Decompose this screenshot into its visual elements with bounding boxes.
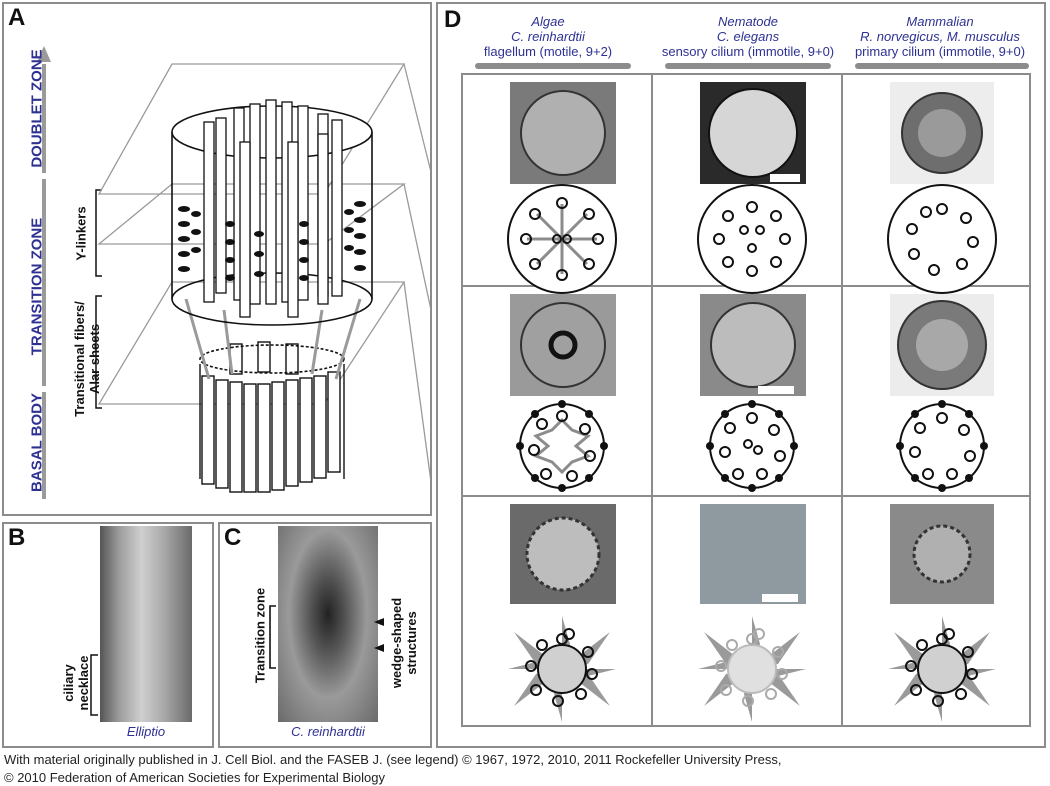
wedge-structures-line2: structures — [404, 611, 419, 675]
footer-line2: © 2010 Federation of American Societies … — [4, 770, 385, 785]
nematode-line3: sensory cilium (immotile, 9+0) — [661, 44, 835, 59]
panel-d: D Algae C. reinhardtii flagellum (motile… — [436, 2, 1046, 748]
elliptio-micrograph — [100, 526, 192, 722]
zone-basal-label: BASAL BODY — [28, 393, 46, 492]
transitional-fibers-label: Transitional fibers/ Alar sheets — [72, 294, 102, 424]
cross-section-grid — [461, 63, 1031, 727]
y-linkers-label: Y-linkers — [74, 189, 89, 279]
wedge-structures-label: wedge-shaped structures — [389, 593, 419, 693]
axoneme-diagram — [34, 46, 430, 499]
transition-zone-marks — [269, 605, 384, 669]
panel-b-caption: Elliptio — [126, 724, 166, 739]
panel-b-label: B — [8, 524, 26, 551]
mammalian-line1: Mammalian — [906, 14, 974, 29]
zone-doublet-label: DOUBLET ZONE — [28, 49, 46, 168]
zone-transition-label: TRANSITION ZONE — [28, 217, 46, 356]
nematode-line2: C. elegans — [716, 29, 780, 44]
panel-c: C Transition zone wedge-shaped structure… — [218, 522, 432, 748]
algae-line2: C. reinhardtii — [511, 29, 585, 44]
ciliary-necklace-label: ciliary necklace — [61, 643, 91, 723]
transition-zone-label: Transition zone — [252, 587, 268, 684]
panel-a-label: A — [8, 4, 26, 31]
wedge-structures-line1: wedge-shaped — [389, 597, 404, 689]
reinhardtii-micrograph — [278, 526, 378, 722]
algae-line3: flagellum (motile, 9+2) — [483, 44, 613, 59]
panel-a: A DOUBLET ZONE TRANSITION ZONE BASAL BOD… — [2, 2, 432, 516]
column-header-nematode: Nematode C. elegans sensory cilium (immo… — [648, 14, 848, 59]
panel-c-label: C — [224, 524, 242, 551]
panel-c-caption: C. reinhardtii — [291, 724, 365, 739]
nematode-line1: Nematode — [718, 14, 778, 29]
mammalian-line3: primary cilium (immotile, 9+0) — [854, 44, 1026, 59]
footer-line1: With material originally published in J.… — [4, 752, 782, 767]
ciliary-necklace-bracket — [90, 654, 98, 716]
panel-d-label: D — [444, 6, 462, 33]
transitional-fibers-line1: Transitional fibers/ — [72, 301, 87, 417]
panel-b: B ciliary necklace Elliptio — [2, 522, 214, 748]
column-header-algae: Algae C. reinhardtii flagellum (motile, … — [458, 14, 638, 59]
algae-line1: Algae — [531, 14, 565, 29]
ciliary-necklace-line1: ciliary — [61, 664, 76, 702]
transitional-fibers-line2: Alar sheets — [87, 323, 102, 395]
y-linkers-text: Y-linkers — [73, 206, 89, 261]
ciliary-necklace-line2: necklace — [76, 655, 91, 711]
column-header-mammalian: Mammalian R. norvegicus, M. musculus pri… — [842, 14, 1038, 59]
mammalian-line2: R. norvegicus, M. musculus — [860, 29, 1020, 44]
